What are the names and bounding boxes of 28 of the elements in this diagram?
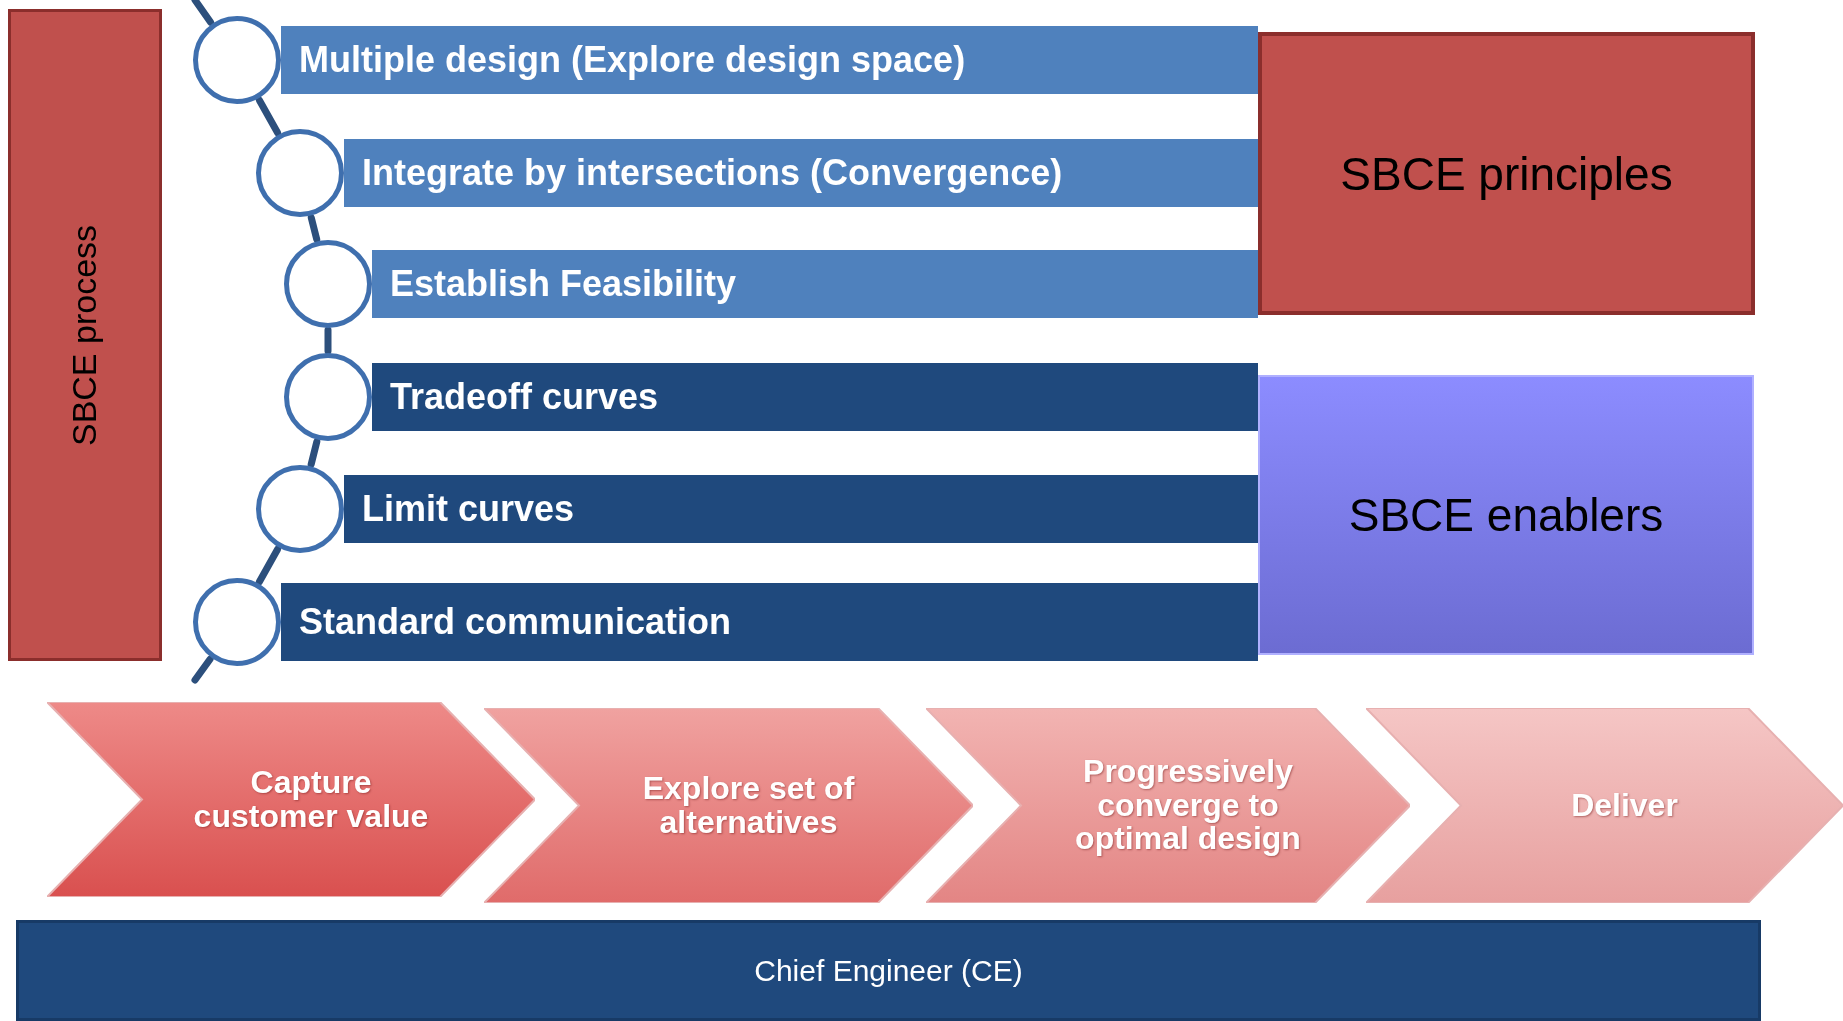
foundation-bar: Chief Engineer (CE) (16, 920, 1761, 1021)
chain-connector (191, 655, 214, 684)
process-side-box (8, 9, 162, 661)
process-step-bar: Establish Feasibility (372, 250, 1258, 318)
chevron-step (47, 702, 535, 897)
step-label: Deliver (1570, 788, 1679, 823)
chain-connector (191, 0, 215, 26)
ring-circle (193, 16, 281, 104)
chevron-step (1366, 708, 1843, 903)
rotated-label: SBCE process (65, 224, 105, 446)
process-step-bar: Limit curves (344, 475, 1258, 543)
chevron-step (484, 708, 973, 903)
chain-connector (324, 326, 332, 355)
process-step-bar: Tradeoff curves (372, 363, 1258, 431)
chain-connector (307, 214, 321, 243)
ring-circle (193, 578, 281, 666)
process-step-bar: Multiple design (Explore design space) (281, 26, 1258, 94)
process-step-bar: Integrate by intersections (Convergence) (344, 139, 1258, 207)
enablers-box: SBCE enablers (1258, 375, 1754, 655)
chain-connector (307, 438, 321, 468)
step-label: Progressively converge to optimal design (1074, 755, 1302, 856)
process-step-bar: Standard communication (281, 583, 1258, 661)
chain-connector (255, 545, 282, 586)
chevron-step (926, 708, 1410, 903)
chain-connector (255, 96, 282, 137)
step-label: Explore set of alternatives (641, 771, 856, 840)
principles-box: SBCE principles (1258, 32, 1755, 315)
step-label: Capture customer value (192, 765, 430, 834)
